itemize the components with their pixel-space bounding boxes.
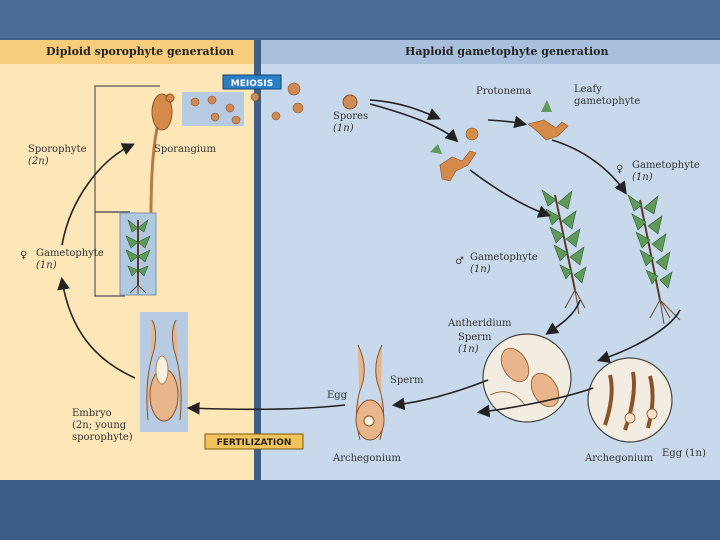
diploid-header: Diploid sporophyte generation (46, 45, 235, 58)
embryo-label-2: (2n; young (72, 420, 127, 431)
haploid-header: Haploid gametophyte generation (405, 45, 609, 58)
sporangium-label: Sporangium (154, 144, 216, 155)
sporophyte-ploidy: (2n) (28, 156, 49, 167)
male-symbol: ♂ (455, 256, 464, 267)
protonema-drawing (439, 127, 479, 182)
meiosis-label: MEIOSIS (231, 79, 273, 89)
central-archegonium-drawing (355, 344, 385, 441)
sporophyte-label: Sporophyte (28, 144, 87, 155)
gametophyte-bracket (94, 211, 130, 297)
female-gametophyte-drawing (627, 194, 681, 325)
sperm-center-label: Sperm (390, 375, 424, 386)
antheridium-detail (489, 347, 560, 408)
sperm-right-label: Sperm (458, 332, 492, 343)
antheridium-label: Antheridium (447, 318, 512, 329)
protonema-bud (430, 144, 442, 154)
spores-label: Spores (333, 111, 368, 122)
female-symbol-left: ♀ (20, 250, 27, 261)
embryo-drawing (146, 319, 182, 422)
archegonium-right-label: Archegonium (584, 453, 653, 464)
haploid-header-bar (261, 40, 720, 64)
released-spores (190, 82, 304, 125)
fertilization-label: FERTILIZATION (217, 438, 292, 448)
bottom-band (0, 480, 720, 540)
meiosis-box (222, 74, 282, 90)
male-gametophyte-label: Gametophyte (470, 252, 538, 263)
spores-ploidy: (1n) (333, 123, 354, 134)
male-gametophyte-drawing (541, 189, 587, 315)
gametophyte-left-ploidy: (1n) (36, 260, 57, 271)
female-symbol-right: ♀ (616, 164, 623, 175)
capsule-top (165, 93, 175, 103)
embryo-label-3: sporophyte) (72, 432, 133, 443)
egg-right-label: Egg (1n) (662, 448, 706, 459)
archegonia-detail (603, 371, 658, 431)
leafy-label-2: gametophyte (574, 96, 640, 107)
young-leaf-bud (541, 100, 552, 112)
archegonium-center-label: Archegonium (332, 453, 401, 464)
sporangium-capsule (151, 93, 173, 131)
diploid-header-bar (0, 40, 254, 64)
cycle-arrows (57, 99, 681, 418)
left-rhizoids (129, 284, 147, 294)
sperm-right-ploidy: (1n) (458, 344, 479, 355)
egg-center-label: Egg (327, 390, 348, 401)
spore-circle (342, 94, 358, 110)
leafy-label-1: Leafy (574, 84, 602, 95)
archegonium-circle (587, 357, 673, 443)
protonema-label: Protonema (476, 86, 531, 97)
left-leafy-gametophyte (125, 219, 151, 285)
female-gametophyte-ploidy: (1n) (632, 172, 653, 183)
fertilization-box (204, 433, 304, 450)
gametophyte-left-label: Gametophyte (36, 248, 104, 259)
leafy-gametophyte-young (527, 119, 569, 141)
embryo-label-1: Embryo (72, 408, 112, 419)
male-gametophyte-ploidy: (1n) (470, 264, 491, 275)
top-band (0, 0, 720, 38)
female-gametophyte-label: Gametophyte (632, 160, 700, 171)
